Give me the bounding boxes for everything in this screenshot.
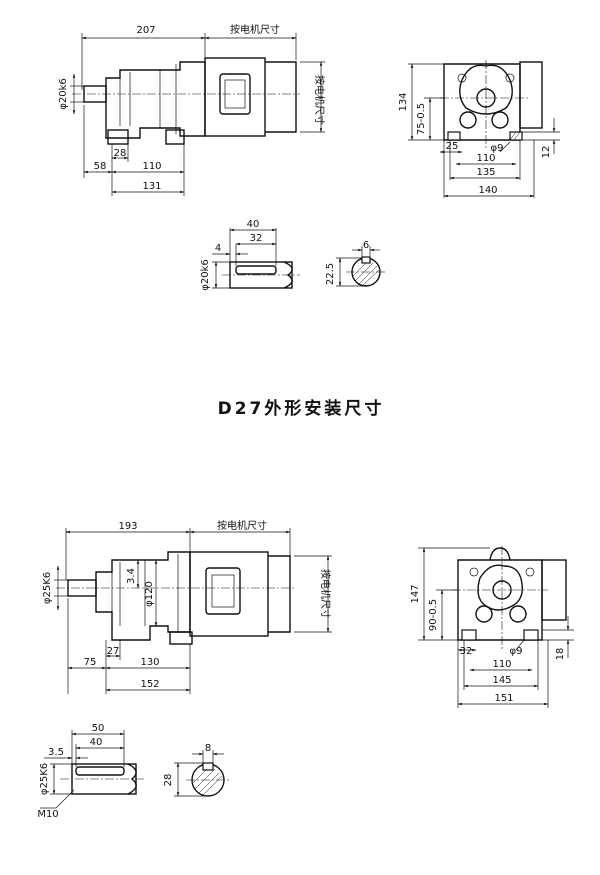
dim-134: 134 <box>398 92 409 111</box>
dim-3-5: 3.5 <box>48 747 64 758</box>
housing-details <box>111 554 179 632</box>
dim-phi120: φ120 <box>144 581 155 607</box>
dim-27: 27 <box>107 646 120 657</box>
housing-details <box>119 64 177 134</box>
dim-145: 145 <box>492 675 511 686</box>
key-slot <box>361 256 371 264</box>
dim-phi9: φ9 <box>491 143 504 154</box>
dim-phi9: φ9 <box>510 646 523 657</box>
motor-note-bottom: 按电机尺寸 <box>217 519 267 532</box>
dim-110: 110 <box>492 659 511 670</box>
flange-outline <box>477 564 523 611</box>
dim-18: 18 <box>555 648 566 661</box>
mount-foot <box>169 631 193 645</box>
dim-8: 8 <box>205 743 211 754</box>
gear-bore <box>491 111 509 129</box>
gear-bore <box>459 111 477 129</box>
bottom-side-view: 193 按电机尺寸 按电机尺寸 φ25K6 3.4 φ120 27 75 1 <box>42 519 332 694</box>
bolt-hole <box>469 567 479 577</box>
dim-110: 110 <box>142 161 161 172</box>
dim-32: 32 <box>460 646 473 657</box>
dim-shaft-dia: φ20k6 <box>58 78 69 109</box>
motor-fan-cover <box>265 61 297 133</box>
dim-90: 90-0.5 <box>428 599 439 631</box>
foot-hole-left <box>447 131 461 141</box>
motor-body <box>204 57 266 137</box>
dim-40: 40 <box>247 219 260 230</box>
leader <box>515 639 525 651</box>
dim-207: 207 <box>136 25 155 36</box>
end-housing <box>457 559 543 641</box>
dim-shaft-dia: φ20k6 <box>200 259 211 290</box>
motor-note-top-vertical: 按电机尺寸 <box>313 75 326 125</box>
dim-32: 32 <box>250 233 263 244</box>
dim-110: 110 <box>476 153 495 164</box>
dim-75: 75-0.5 <box>416 103 427 135</box>
dim-12: 12 <box>541 146 552 159</box>
motor-note-top: 按电机尺寸 <box>230 23 280 36</box>
mount-foot <box>107 129 129 145</box>
bolt-hole <box>525 567 535 577</box>
bottom-end-view: 147 90-0.5 32 φ9 18 110 145 151 <box>410 546 574 708</box>
dim-shaft-dia: φ25K6 <box>39 763 50 795</box>
gear-bore <box>475 605 493 623</box>
leader <box>55 789 75 809</box>
drawing-title: D27外形安装尺寸 <box>218 398 385 419</box>
dim-shaft-dia: φ25K6 <box>42 572 53 604</box>
dim-152: 152 <box>140 679 159 690</box>
dim-131: 131 <box>142 181 161 192</box>
dim-140: 140 <box>478 185 497 196</box>
gearbox-housing <box>95 551 191 641</box>
motor-fan-cover <box>268 555 291 633</box>
dim-28: 28 <box>163 774 174 787</box>
keyway <box>235 265 277 275</box>
foot-hole-right <box>523 629 539 641</box>
dim-4: 4 <box>215 243 221 254</box>
mount-foot <box>165 129 185 145</box>
terminal-box <box>205 567 241 615</box>
top-side-view: 207 按电机尺寸 按电机尺寸 φ20k6 28 <box>58 23 326 196</box>
hatch <box>513 131 521 141</box>
motor-profile <box>519 61 543 129</box>
top-end-view: 134 75-0.5 25 φ9 12 110 135 140 <box>398 60 560 198</box>
motor-body <box>189 551 269 637</box>
gearbox-housing <box>105 61 206 139</box>
key-slot <box>202 762 214 771</box>
dim-147: 147 <box>410 584 421 603</box>
dim-58: 58 <box>94 161 107 172</box>
bolt-hole <box>457 73 467 83</box>
top-shaft-detail: 40 32 4 φ20k6 6 22.5 <box>200 219 386 291</box>
motor-note-bottom-vertical: 按电机尺寸 <box>319 569 332 619</box>
keyway <box>75 766 125 776</box>
dim-135: 135 <box>476 167 495 178</box>
dim-m10: M10 <box>37 809 58 820</box>
dim-50: 50 <box>92 723 105 734</box>
hatch <box>509 131 517 141</box>
dim-130: 130 <box>140 657 159 668</box>
end-housing <box>443 63 521 141</box>
flange-outline <box>459 64 513 115</box>
dim-193: 193 <box>118 521 137 532</box>
dim-151: 151 <box>494 693 513 704</box>
dim-75: 75 <box>84 657 97 668</box>
dim-40: 40 <box>90 737 103 748</box>
dim-6: 6 <box>363 240 369 251</box>
bottom-shaft-detail: 50 40 3.5 φ25K6 M10 8 28 <box>37 723 230 820</box>
dim-22-5: 22.5 <box>325 263 336 285</box>
gear-bore <box>509 605 527 623</box>
foot-hole-right <box>509 131 523 141</box>
dim-28: 28 <box>114 148 127 159</box>
dim-3-4: 3.4 <box>126 568 137 584</box>
bolt-hole <box>505 73 515 83</box>
foot-hole-left <box>461 629 477 641</box>
dim-25: 25 <box>446 141 459 152</box>
leader <box>499 141 511 153</box>
terminal-box-cover <box>211 574 235 608</box>
breather-cap <box>489 547 511 561</box>
